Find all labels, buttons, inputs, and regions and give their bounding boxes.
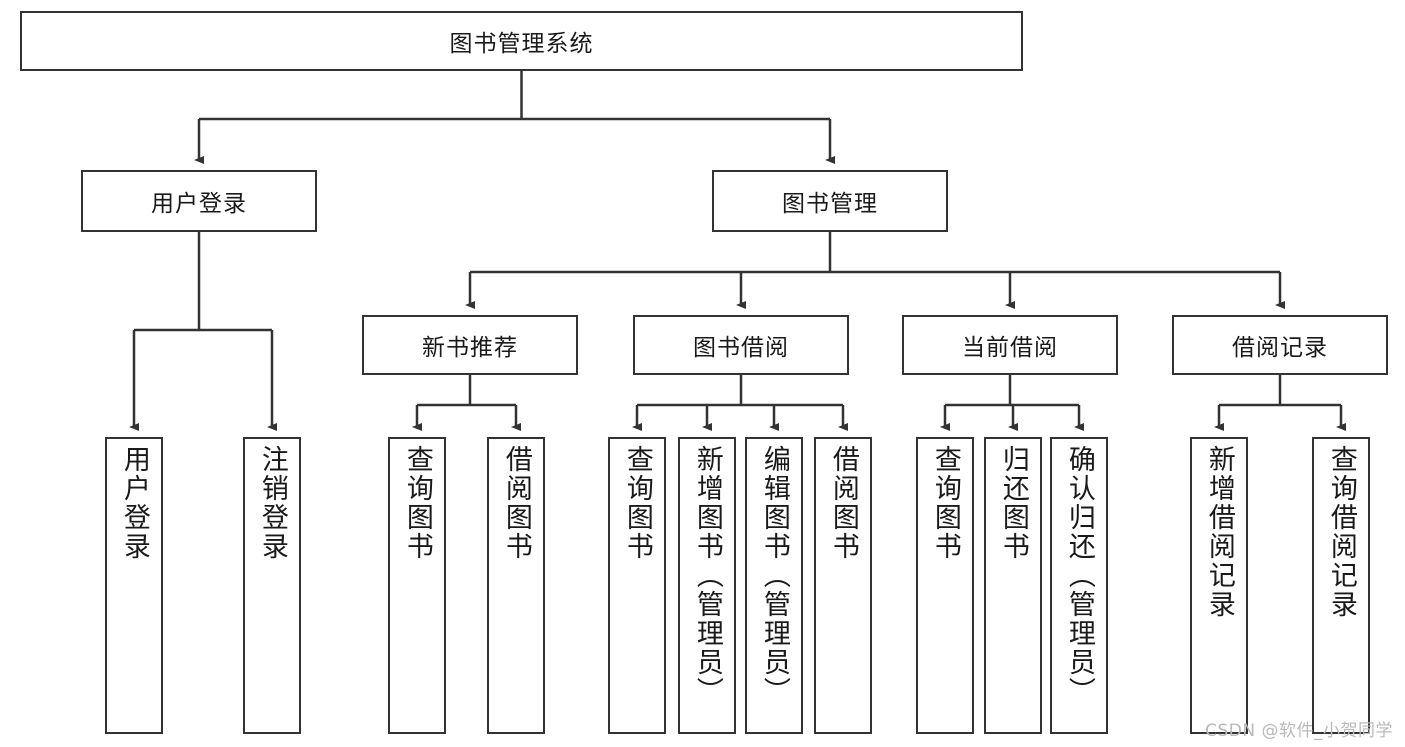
node-leaf-bo-edit[interactable]: 编辑图书（管理员） (745, 437, 803, 734)
node-login[interactable]: 用户登录 (81, 170, 317, 232)
node-label: 注销登录 (256, 445, 288, 561)
node-label: 借阅图书 (827, 445, 859, 561)
node-leaf-re-add[interactable]: 新增借阅记录 (1190, 437, 1248, 734)
node-leaf-cu-return[interactable]: 归还图书 (984, 437, 1042, 734)
node-leaf-user-logout[interactable]: 注销登录 (243, 437, 301, 734)
node-label: 查询图书 (621, 445, 653, 561)
node-label: 图书借阅 (693, 335, 789, 361)
node-bookmgmt[interactable]: 图书管理 (712, 170, 948, 232)
node-label: 借阅记录 (1232, 335, 1328, 361)
node-label: 借阅图书 (500, 445, 532, 561)
node-leaf-bo-borrow[interactable]: 借阅图书 (814, 437, 872, 734)
watermark: CSDN @软件_小贺同学 (1205, 721, 1393, 741)
node-label: 用户登录 (118, 445, 150, 561)
node-leaf-nb-borrow[interactable]: 借阅图书 (487, 437, 545, 734)
node-label: 图书管理系统 (449, 31, 594, 57)
node-records[interactable]: 借阅记录 (1172, 315, 1388, 375)
node-label: 归还图书 (997, 445, 1029, 561)
node-current[interactable]: 当前借阅 (902, 315, 1118, 375)
node-label: 新增图书（管理员） (691, 445, 723, 706)
node-label: 当前借阅 (962, 335, 1058, 361)
node-label: 查询图书 (401, 445, 433, 561)
node-leaf-user-login[interactable]: 用户登录 (105, 437, 163, 734)
node-label: 查询借阅记录 (1325, 445, 1357, 619)
node-leaf-cu-query[interactable]: 查询图书 (916, 437, 974, 734)
node-leaf-nb-query[interactable]: 查询图书 (388, 437, 446, 734)
node-leaf-bo-add[interactable]: 新增图书（管理员） (678, 437, 736, 734)
node-label: 用户登录 (151, 191, 247, 217)
node-label: 确认归还（管理员） (1063, 445, 1095, 706)
node-newbook[interactable]: 新书推荐 (362, 315, 578, 375)
node-label: 新增借阅记录 (1203, 445, 1235, 619)
node-leaf-bo-query[interactable]: 查询图书 (608, 437, 666, 734)
node-leaf-re-query[interactable]: 查询借阅记录 (1312, 437, 1370, 734)
node-label: 新书推荐 (422, 335, 518, 361)
node-label: 图书管理 (782, 191, 878, 217)
node-root[interactable]: 图书管理系统 (20, 11, 1023, 71)
node-borrow[interactable]: 图书借阅 (633, 315, 849, 375)
node-leaf-cu-confirm[interactable]: 确认归还（管理员） (1050, 437, 1108, 734)
node-label: 编辑图书（管理员） (758, 445, 790, 706)
node-label: 查询图书 (929, 445, 961, 561)
